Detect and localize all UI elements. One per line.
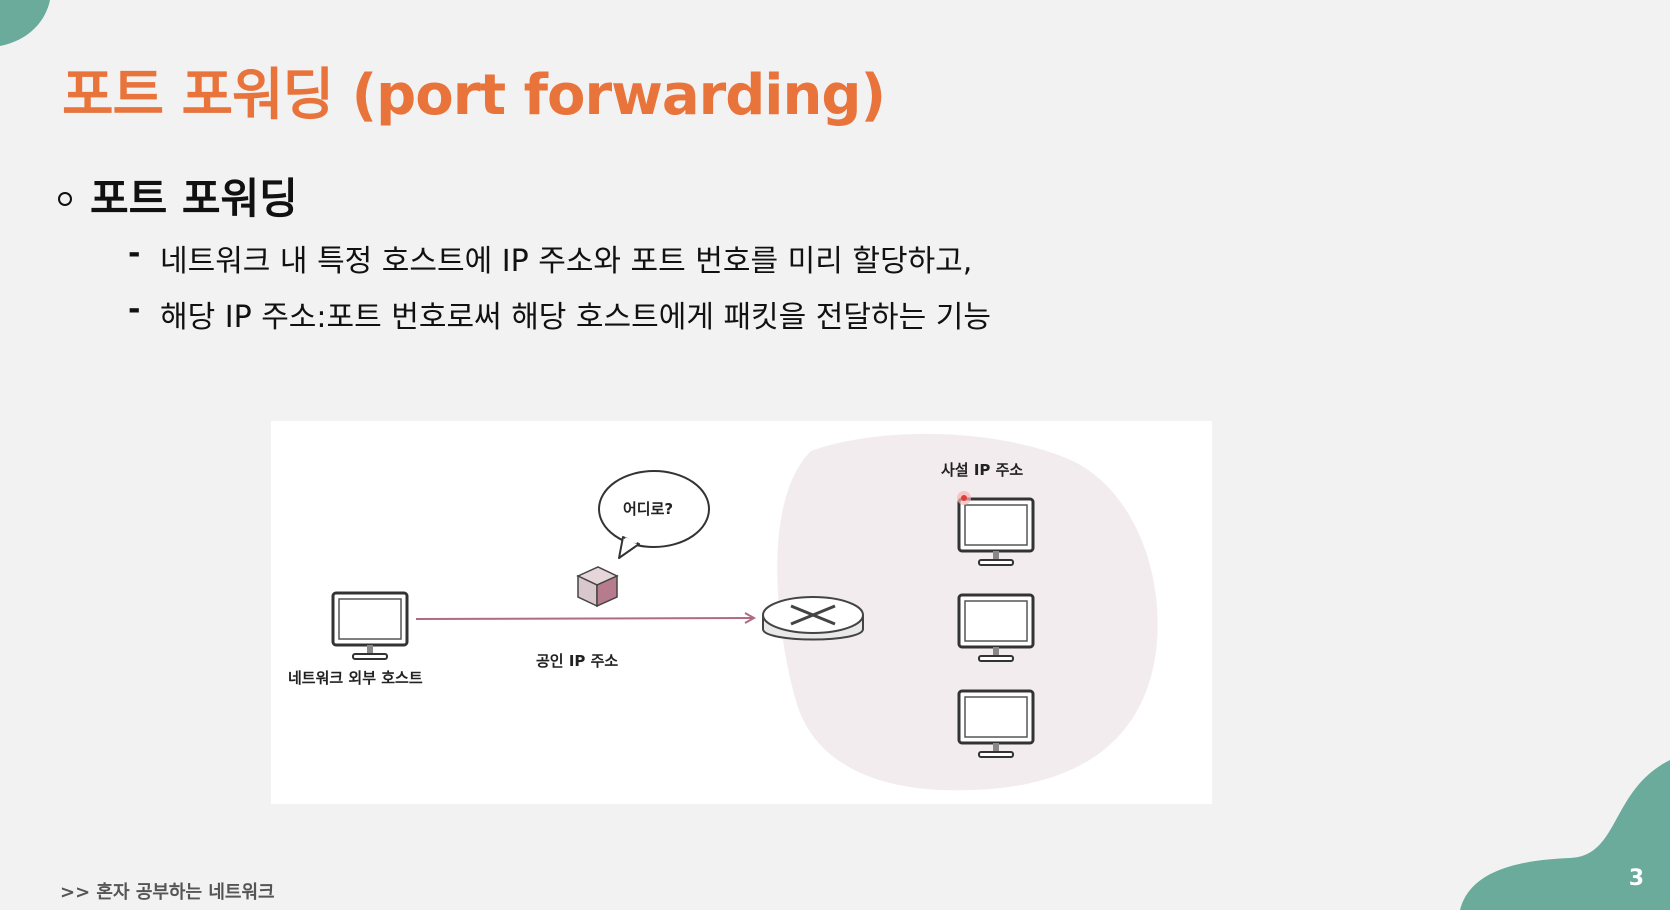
port-forwarding-diagram: 네트워크 외부 호스트 공인 IP 주소 어디로? 사설 IP 주소 <box>271 421 1212 804</box>
speech-bubble-text: 어디로? <box>623 500 674 518</box>
bullet-heading: 포트 포워딩 <box>90 174 298 223</box>
dash-marker: - <box>128 236 141 271</box>
public-ip-label: 공인 IP 주소 <box>536 652 619 670</box>
sub-item: - 해당 IP 주소:포트 번호로써 해당 호스트에게 패킷을 전달하는 기능 <box>128 292 991 336</box>
dash-marker: - <box>128 292 141 327</box>
corner-decoration-top-left <box>0 0 50 46</box>
sub-item-text: 해당 IP 주소:포트 번호로써 해당 호스트에게 패킷을 전달하는 기능 <box>160 300 991 335</box>
private-host-monitor-icon <box>957 689 1035 758</box>
speech-bubble-icon <box>598 470 710 559</box>
cursor-dot-icon <box>957 491 971 505</box>
slide-title: 포트 포워딩 (port forwarding) <box>62 63 886 128</box>
private-host-monitor-icon <box>957 593 1035 662</box>
bullet-circle-icon <box>58 191 72 206</box>
external-host-label: 네트워크 외부 호스트 <box>288 669 423 687</box>
sub-item-text: 네트워크 내 특정 호스트에 IP 주소와 포트 번호를 미리 할당하고, <box>160 244 973 279</box>
package-icon <box>576 566 619 608</box>
private-host-monitor-icon <box>957 497 1035 566</box>
sub-item: - 네트워크 내 특정 호스트에 IP 주소와 포트 번호를 미리 할당하고, <box>128 236 972 280</box>
private-ip-label: 사설 IP 주소 <box>941 461 1024 479</box>
footer-book-title: >> 혼자 공부하는 네트워크 <box>60 882 275 903</box>
router-icon <box>762 596 864 641</box>
diagram-canvas <box>331 433 1158 791</box>
arrow-icon <box>415 612 757 624</box>
corner-decoration-bottom-right <box>1460 760 1670 910</box>
page-number: 3 <box>1628 866 1644 891</box>
external-host-monitor-icon <box>331 591 409 660</box>
bullet-heading-row: 포트 포워딩 <box>58 165 298 226</box>
